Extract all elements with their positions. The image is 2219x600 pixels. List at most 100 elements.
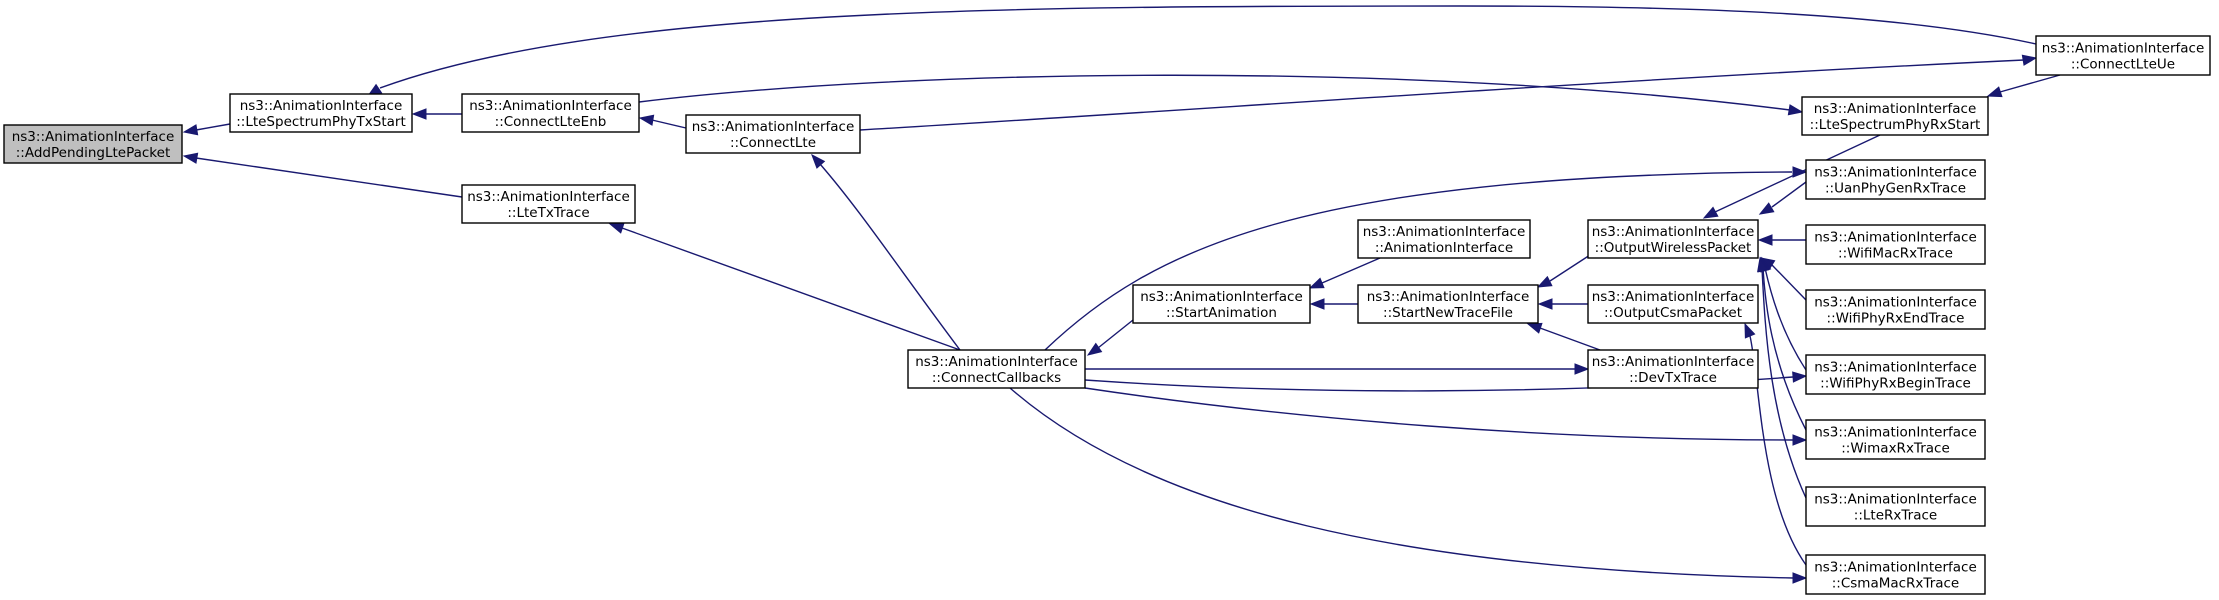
- node-lte-spec-rx[interactable]: ns3::AnimationInterface::LteSpectrumPhyR…: [1801, 96, 1989, 136]
- edge-line: [638, 74, 1791, 111]
- node-label-line1: ns3::AnimationInterface: [240, 98, 403, 114]
- node-label-line1: ns3::AnimationInterface: [1814, 295, 1977, 311]
- node-lte-spec-tx[interactable]: ns3::AnimationInterface::LteSpectrumPhyT…: [229, 93, 413, 133]
- node-box: [229, 93, 413, 133]
- edge-wifi_mac_rx-to-output_wireless: [1757, 234, 1806, 246]
- edge-connect_lte_enb-to-lte_spec_rx: [638, 74, 1804, 116]
- edge-arrowhead: [1744, 322, 1756, 339]
- node-label-line2: ::LteRxTrace: [1854, 508, 1937, 524]
- edge-arrowhead: [1526, 322, 1543, 334]
- edge-line: [651, 119, 687, 129]
- edge-line: [1549, 254, 1591, 282]
- node-uan-rx[interactable]: ns3::AnimationInterface::UanPhyGenRxTrac…: [1805, 159, 1986, 200]
- node-label-line2: ::StartNewTraceFile: [1383, 305, 1513, 321]
- edge-line: [1097, 319, 1134, 349]
- edge-arrowhead: [2021, 54, 2038, 66]
- node-box: [2035, 35, 2211, 76]
- edge-connect_callbacks-to-lte_tx: [608, 222, 961, 351]
- node-box: [1132, 284, 1311, 324]
- node-label-line2: ::OutputCsmaPacket: [1604, 305, 1742, 321]
- edge-connect_lte_ue-to-lte_spec_rx: [1986, 74, 2061, 98]
- edge-uan_rx-to-output_wireless: [1758, 181, 1807, 215]
- node-label-line1: ns3::AnimationInterface: [1140, 289, 1303, 305]
- node-connect-lte[interactable]: ns3::AnimationInterface::ConnectLte: [685, 114, 861, 154]
- node-start-new-trace[interactable]: ns3::AnimationInterface::StartNewTraceFi…: [1357, 284, 1539, 324]
- edge-output_wireless-to-start_new_trace: [1536, 254, 1591, 288]
- node-label-line2: ::WifiMacRxTrace: [1838, 246, 1953, 262]
- edge-arrowhead: [811, 153, 826, 169]
- node-connect-lte-ue[interactable]: ns3::AnimationInterface::ConnectLteUe: [2035, 35, 2211, 76]
- edge-arrowhead: [1986, 86, 2003, 98]
- node-label-line2: ::WifiPhyRxEndTrace: [1827, 311, 1965, 327]
- node-box: [1801, 96, 1989, 136]
- node-box: [1357, 284, 1539, 324]
- edge-lte_spec_tx-to-add_pending: [182, 123, 231, 136]
- node-label-line1: ns3::AnimationInterface: [1814, 560, 1977, 576]
- edge-arrowhead: [182, 152, 199, 164]
- node-dev-tx[interactable]: ns3::AnimationInterface::DevTxTrace: [1587, 349, 1759, 389]
- edge-line: [1764, 267, 1807, 371]
- node-box: [1805, 354, 1986, 395]
- node-label-line1: ns3::AnimationInterface: [469, 98, 632, 114]
- edge-lte_spec_rx-to-output_wireless: [1702, 134, 1881, 219]
- node-lte-rx[interactable]: ns3::AnimationInterface::LteRxTrace: [1805, 486, 1986, 527]
- edge-animation_interface-to-start_animation: [1308, 257, 1381, 289]
- node-box: [907, 349, 1086, 389]
- node-label-line1: ns3::AnimationInterface: [692, 119, 855, 135]
- node-label-line1: ns3::AnimationInterface: [1814, 425, 1977, 441]
- node-label-line2: ::ConnectLte: [730, 135, 816, 151]
- edge-arrowhead: [411, 108, 427, 120]
- node-label-line2: ::LteSpectrumPhyTxStart: [236, 114, 406, 130]
- edge-connect_lte-to-connect_lte_ue: [859, 54, 2038, 131]
- nodes-layer: ns3::AnimationInterface::AddPendingLtePa…: [3, 35, 2211, 595]
- edge-start_new_trace-to-start_animation: [1309, 298, 1358, 310]
- node-connect-callbacks[interactable]: ns3::AnimationInterface::ConnectCallback…: [907, 349, 1086, 389]
- edge-dev_tx-to-start_new_trace: [1526, 322, 1601, 351]
- node-wifi-phy-rx-begin[interactable]: ns3::AnimationInterface::WifiPhyRxBeginT…: [1805, 354, 1986, 395]
- node-wimax-rx[interactable]: ns3::AnimationInterface::WimaxRxTrace: [1805, 419, 1986, 460]
- edge-output_csma-to-start_new_trace: [1537, 298, 1588, 310]
- node-label-line1: ns3::AnimationInterface: [1814, 360, 1977, 376]
- node-label-line2: ::ConnectCallbacks: [932, 370, 1061, 386]
- edge-arrowhead: [608, 222, 625, 234]
- edge-arrowhead: [1574, 363, 1590, 375]
- edge-arrowhead: [1702, 206, 1719, 219]
- edge-line: [1771, 181, 1807, 208]
- edge-line: [379, 5, 2037, 89]
- edges-layer: [182, 5, 2061, 584]
- node-add-pending[interactable]: ns3::AnimationInterface::AddPendingLtePa…: [3, 124, 183, 164]
- node-box: [461, 184, 636, 224]
- edge-lte_tx-to-add_pending: [182, 152, 463, 198]
- node-wifi-mac-rx[interactable]: ns3::AnimationInterface::WifiMacRxTrace: [1805, 224, 1986, 265]
- node-csma-mac-rx[interactable]: ns3::AnimationInterface::CsmaMacRxTrace: [1805, 554, 1986, 595]
- node-label-line2: ::DevTxTrace: [1629, 370, 1717, 386]
- node-start-animation[interactable]: ns3::AnimationInterface::StartAnimation: [1132, 284, 1311, 324]
- node-label-line2: ::ConnectLteEnb: [495, 114, 607, 130]
- edge-arrowhead: [1086, 342, 1103, 356]
- node-box: [1805, 289, 1986, 330]
- node-output-csma[interactable]: ns3::AnimationInterface::OutputCsmaPacke…: [1587, 284, 1759, 324]
- edge-arrowhead: [638, 114, 655, 126]
- edge-line: [1714, 134, 1881, 213]
- edge-connect_callbacks-to-connect_lte: [811, 153, 961, 351]
- node-label-line2: ::LteTxTrace: [507, 205, 589, 221]
- edge-connect_lte_enb-to-lte_spec_tx: [411, 108, 462, 120]
- node-lte-tx[interactable]: ns3::AnimationInterface::LteTxTrace: [461, 184, 636, 224]
- edge-arrowhead: [1309, 298, 1325, 310]
- edge-arrowhead: [1758, 202, 1775, 215]
- node-output-wireless[interactable]: ns3::AnimationInterface::OutputWirelessP…: [1587, 219, 1759, 259]
- node-animation-interface[interactable]: ns3::AnimationInterface::AnimationInterf…: [1357, 219, 1531, 259]
- node-label-line1: ns3::AnimationInterface: [2042, 41, 2205, 57]
- node-wifi-phy-rx-end[interactable]: ns3::AnimationInterface::WifiPhyRxEndTra…: [1805, 289, 1986, 330]
- node-label-line2: ::StartAnimation: [1166, 305, 1277, 321]
- edge-arrowhead: [1757, 234, 1773, 246]
- node-connect-lte-enb[interactable]: ns3::AnimationInterface::ConnectLteEnb: [461, 93, 640, 133]
- node-box: [1805, 554, 1986, 595]
- node-label-line2: ::AnimationInterface: [1375, 240, 1513, 256]
- node-box: [1357, 219, 1531, 259]
- node-box: [461, 93, 640, 133]
- node-label-line2: ::OutputWirelessPacket: [1595, 240, 1752, 256]
- edge-lte_rx-to-output_wireless: [1757, 256, 1807, 499]
- node-label-line1: ns3::AnimationInterface: [12, 129, 175, 145]
